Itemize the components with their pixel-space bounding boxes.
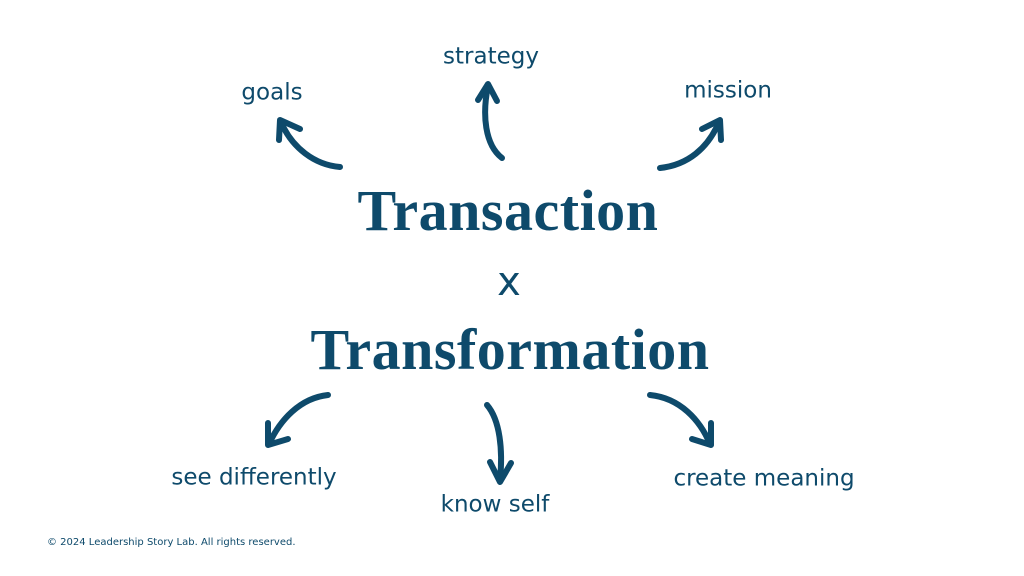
copyright-notice: © 2024 Leadership Story Lab. All rights … <box>47 537 296 548</box>
arrow-to-see-differently-icon <box>265 392 331 448</box>
operator-x: x <box>497 259 521 305</box>
arrow-to-know-self-icon <box>484 402 514 485</box>
label-strategy: strategy <box>443 43 539 70</box>
label-see-differently: see differently <box>171 464 337 491</box>
arrow-to-mission-icon <box>657 117 724 171</box>
label-mission: mission <box>684 77 772 104</box>
heading-transaction: Transaction <box>357 178 659 243</box>
heading-transformation: Transformation <box>310 317 710 382</box>
arrow-to-goals-icon <box>276 117 343 170</box>
label-create-meaning: create meaning <box>673 465 855 492</box>
label-goals: goals <box>241 79 303 106</box>
arrow-to-create-meaning-icon <box>647 392 714 448</box>
arrow-to-strategy-icon <box>475 81 505 161</box>
label-know-self: know self <box>440 491 550 518</box>
